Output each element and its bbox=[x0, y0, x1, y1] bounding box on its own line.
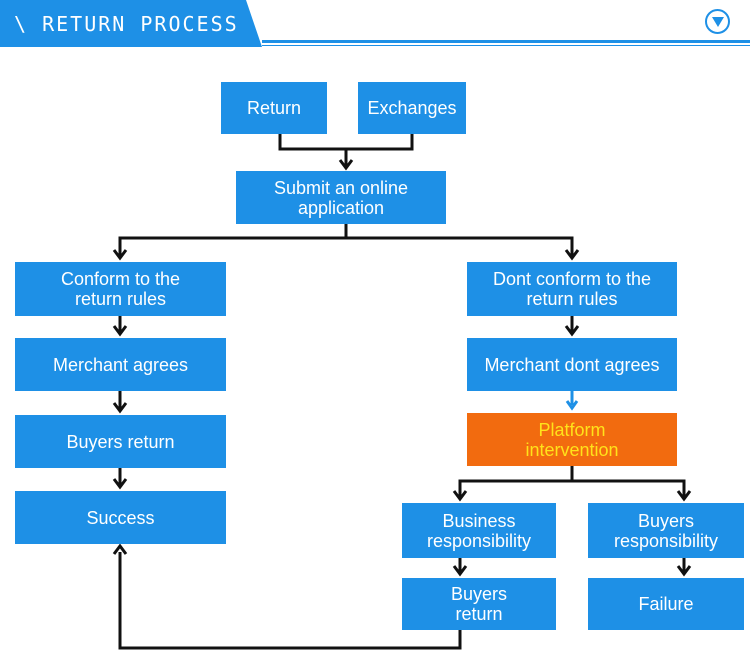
arrowhead-merchant-agrees bbox=[112, 325, 128, 337]
node-merchant-dont-agrees: Merchant dont agrees bbox=[467, 338, 677, 391]
node-merchant-agrees: Merchant agrees bbox=[15, 338, 226, 391]
arrowhead-dontconform bbox=[564, 249, 580, 261]
arrowhead-failure bbox=[676, 565, 692, 577]
node-dont-conform-rules: Dont conform to the return rules bbox=[467, 262, 677, 316]
header-band bbox=[0, 0, 262, 47]
node-buyers-responsibility: Buyers responsibility bbox=[588, 503, 744, 558]
connector-branch bbox=[118, 236, 574, 256]
arrowhead-loop-success bbox=[112, 543, 128, 555]
chevron-down-circle-icon[interactable] bbox=[705, 9, 730, 34]
node-success: Success bbox=[15, 491, 226, 544]
node-submit-application: Submit an online application bbox=[236, 171, 446, 224]
page-title: \ RETURN PROCESS bbox=[14, 12, 239, 36]
connector-return-exchanges bbox=[278, 134, 414, 151]
node-buyers-return-left: Buyers return bbox=[15, 415, 226, 468]
arrowhead-submit bbox=[338, 159, 354, 171]
arrowhead-success bbox=[112, 478, 128, 490]
node-conform-rules: Conform to the return rules bbox=[15, 262, 226, 316]
arrowhead-business bbox=[452, 490, 468, 502]
arrowhead-buyersresp bbox=[676, 490, 692, 502]
node-platform-intervention: Platform intervention bbox=[467, 413, 677, 466]
connector-platform-branch bbox=[458, 479, 686, 497]
node-exchanges: Exchanges bbox=[358, 82, 466, 134]
arrowhead-platform bbox=[565, 400, 579, 411]
node-return: Return bbox=[221, 82, 327, 134]
header-rule bbox=[262, 40, 750, 43]
arrowhead-buyers-return bbox=[112, 402, 128, 414]
connector-loop-success bbox=[118, 552, 462, 650]
arrowhead-conform bbox=[112, 249, 128, 261]
arrowhead-buyers-return-right bbox=[452, 565, 468, 577]
arrowhead-merchant-dont bbox=[564, 325, 580, 337]
node-buyers-return-right: Buyers return bbox=[402, 578, 556, 630]
header-rule-thin bbox=[262, 45, 750, 46]
triangle-down-icon bbox=[711, 16, 724, 27]
node-business-responsibility: Business responsibility bbox=[402, 503, 556, 558]
node-failure: Failure bbox=[588, 578, 744, 630]
